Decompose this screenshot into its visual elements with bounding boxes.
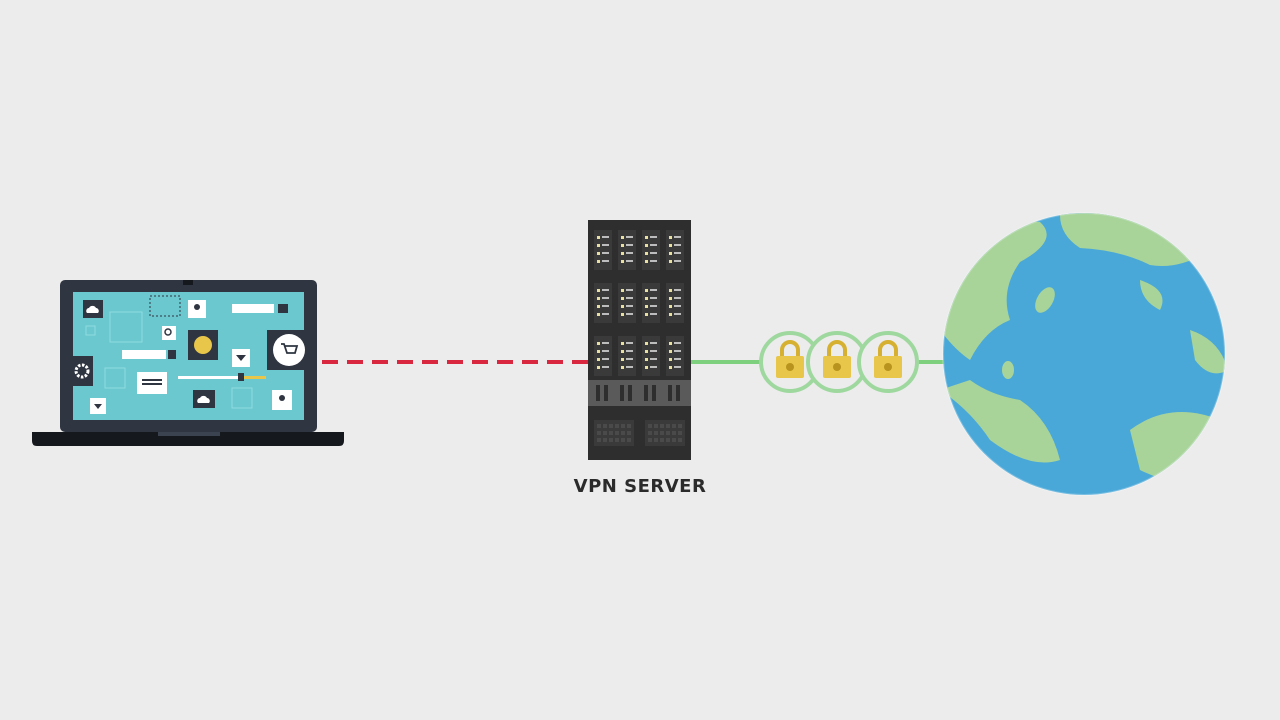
server-drive-bay [642,336,660,376]
laptop-screen-widgets [73,295,305,414]
location-pin-icon [194,304,200,310]
server-drive-bay [618,336,636,376]
gear-icon [74,363,90,379]
vpn-server-label: VPN SERVER [573,476,707,497]
server-drive-bay [618,230,636,270]
laptop-icon [32,280,344,446]
server-rack-icon [588,220,691,460]
laptop-base [32,432,344,446]
lock-icon [759,331,821,393]
server-drive-bay [666,336,684,376]
server-drive-bay [666,283,684,323]
cloud-icon [197,395,210,403]
encryption-locks [759,331,919,393]
server-vent [594,420,634,446]
coin-icon [194,336,212,354]
server-drive-bay [594,283,612,323]
cloud-icon [86,305,99,313]
server-drive-bay [642,283,660,323]
shopping-cart-icon [281,343,299,354]
server-drive-bay [618,283,636,323]
server-drive-bay [666,230,684,270]
server-panel [588,380,691,406]
location-pin-icon [279,395,285,401]
search-icon [164,328,172,336]
server-drive-bay [642,230,660,270]
server-drive-bay [594,336,612,376]
globe-icon [942,212,1226,496]
heart-icon [94,404,102,409]
heart-icon [236,355,246,361]
server-drive-bay [594,230,612,270]
server-vent [645,420,685,446]
lock-icon [857,331,919,393]
